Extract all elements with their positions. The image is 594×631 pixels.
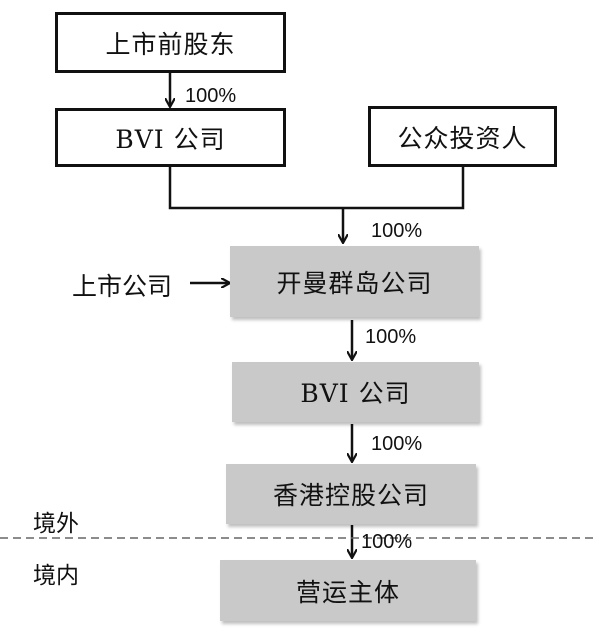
operating-entity-label: 营运主体 [295, 577, 400, 607]
pct-bvi-to-hk: 100% [371, 433, 423, 455]
merge-connector [168, 166, 465, 210]
bvi-holding-label: BVI 公司 [115, 124, 226, 154]
hong-kong-company-label: 香港控股公司 [272, 481, 429, 510]
public-investors-box: 公众投资人 [368, 106, 557, 167]
bvi-holding-box: BVI 公司 [55, 108, 286, 167]
pct-cayman-to-bvi: 100% [365, 326, 417, 348]
public-investors-label: 公众投资人 [397, 123, 528, 153]
cayman-company-label: 开曼群岛公司 [276, 268, 433, 298]
operating-entity-box: 营运主体 [220, 560, 476, 621]
onshore-label: 境内 [33, 563, 79, 589]
pre-listing-shareholders-box: 上市前股东 [55, 12, 286, 73]
pct-shareholders-to-bvi: 100% [185, 85, 237, 107]
cayman-company-box: 开曼群岛公司 [230, 246, 479, 317]
offshore-label: 境外 [33, 511, 79, 537]
bvi-subsidiary-box: BVI 公司 [232, 362, 479, 422]
bvi-subsidiary-label: BVI 公司 [300, 379, 411, 408]
pre-listing-shareholders-label: 上市前股东 [105, 29, 236, 59]
hong-kong-company-box: 香港控股公司 [226, 464, 476, 524]
pct-to-cayman: 100% [371, 220, 423, 242]
pct-hk-to-operating: 100% [361, 531, 413, 553]
listed-company-label: 上市公司 [72, 272, 173, 301]
